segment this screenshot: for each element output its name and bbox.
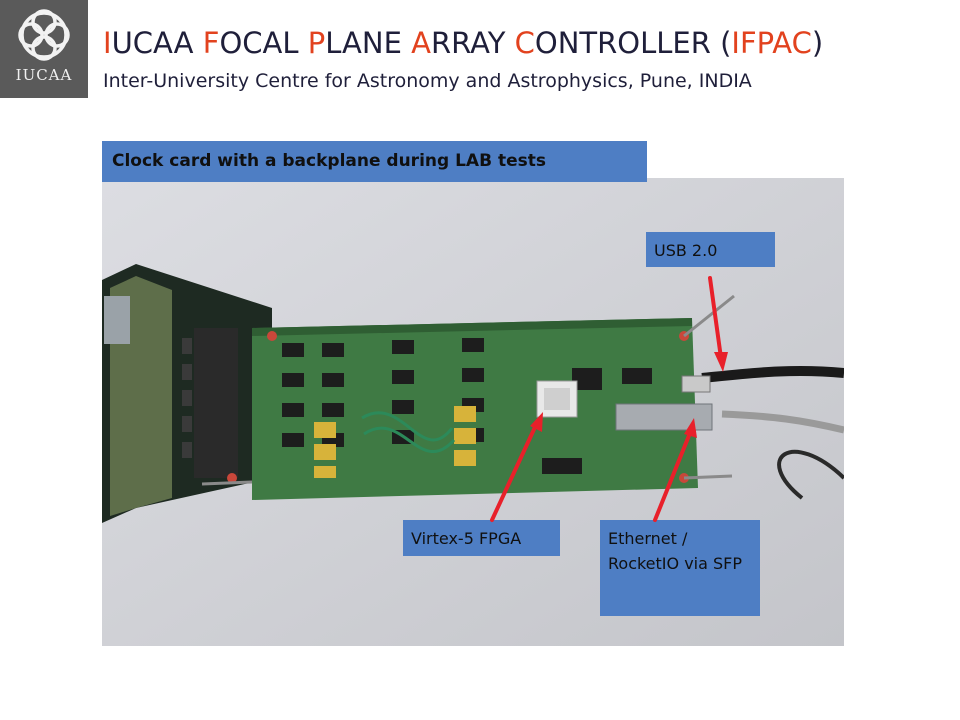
title-acronym: IFPAC: [731, 26, 812, 60]
title-word: ): [811, 26, 824, 60]
usb-label: USB 2.0: [646, 232, 775, 267]
title-initial: P: [307, 26, 326, 60]
logo-text: IUCAA: [15, 66, 73, 84]
fpga-label: Virtex-5 FPGA: [403, 520, 560, 556]
iucaa-logo: IUCAA: [0, 0, 88, 98]
title-initial: C: [514, 26, 535, 60]
title-word: LANE: [325, 26, 412, 60]
title-initial: A: [411, 26, 431, 60]
ethernet-label: Ethernet / RocketIO via SFP: [600, 520, 760, 616]
title-initial: F: [202, 26, 220, 60]
page-title: IUCAA FOCAL PLANE ARRAY CONTROLLER (IFPA…: [103, 26, 823, 60]
rings-logo-icon: [18, 9, 70, 61]
title-word: UCAA: [111, 26, 203, 60]
photo-caption: Clock card with a backplane during LAB t…: [102, 141, 647, 182]
title-word: OCAL: [219, 26, 308, 60]
title-word: RRAY: [430, 26, 515, 60]
page-subtitle: Inter-University Centre for Astronomy an…: [103, 70, 752, 92]
title-initial: I: [103, 26, 112, 60]
title-word: ONTROLLER (: [534, 26, 732, 60]
